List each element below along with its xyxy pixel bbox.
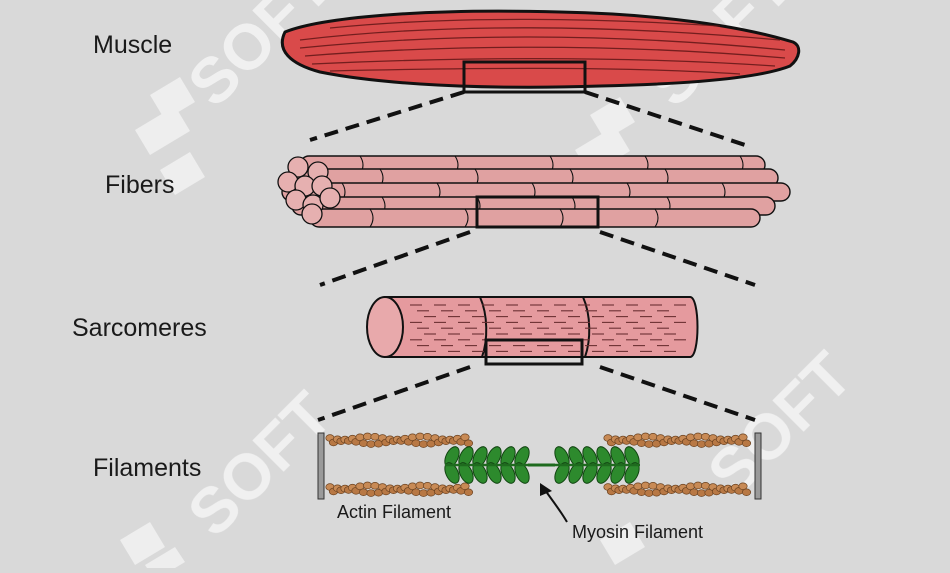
myosin-head-bottom-right	[610, 462, 626, 484]
label-muscle: Muscle	[93, 31, 173, 59]
actin-strand-top-left	[325, 432, 474, 448]
actin-strand-top-right	[603, 432, 752, 448]
muscle-striations	[299, 18, 786, 75]
myosin-head-bottom-left	[514, 462, 530, 484]
sarcomere-zoom-box	[484, 338, 584, 366]
fibers-zoom-lines	[319, 230, 756, 287]
caption-myosin-filament: Myosin Filament	[572, 522, 704, 542]
fiber-end	[319, 187, 341, 209]
actin-filaments	[325, 432, 752, 497]
fiber-tube	[309, 208, 761, 228]
myosin-head-bottom-right	[596, 462, 612, 484]
myosin-head-bottom-left	[500, 462, 516, 484]
myosin-head-bottom-left	[444, 462, 460, 484]
fiber-end	[287, 156, 309, 178]
actin-strand-bottom-right	[603, 481, 752, 497]
sarcomere-zoom-lines	[317, 365, 756, 422]
myosin-head-bottom-right	[624, 462, 640, 484]
sarcomere-striations	[410, 304, 686, 352]
fibers-zoom-box	[475, 195, 600, 229]
watermark-text-4: SOFT	[694, 338, 866, 510]
z-disc-right	[754, 432, 762, 500]
fiber-bundle	[277, 155, 791, 228]
myosin-head-bottom-right	[554, 462, 570, 484]
caption-actin-filament: Actin Filament	[337, 502, 452, 522]
label-filaments: Filaments	[93, 454, 202, 482]
myosin-head-bottom-left	[472, 462, 488, 484]
myosin-head-bottom-left	[486, 462, 502, 484]
muscle-zoom-box	[462, 60, 587, 94]
myosin-filament	[444, 446, 640, 484]
fiber-end	[301, 203, 323, 225]
sarcomere-cylinder	[366, 296, 699, 358]
muscle-shape	[280, 9, 801, 89]
myosin-pointer-arrow	[540, 483, 568, 523]
myosin-head-bottom-left	[458, 462, 474, 484]
z-disc-left	[317, 432, 325, 500]
label-sarcomeres: Sarcomeres	[72, 314, 207, 342]
myosin-head-bottom-right	[582, 462, 598, 484]
actin-strand-bottom-left	[325, 481, 474, 497]
myosin-head-bottom-right	[568, 462, 584, 484]
label-fibers: Fibers	[105, 171, 175, 199]
muscle-zoom-lines	[309, 90, 746, 147]
